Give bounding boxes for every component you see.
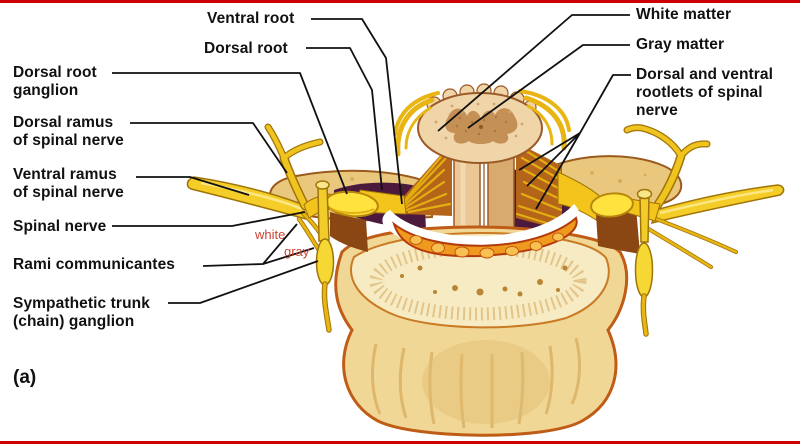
bottom-border-line xyxy=(0,441,800,444)
rootlet-arcs xyxy=(393,89,571,157)
chain-ganglion-right xyxy=(634,242,654,298)
trabecular-texture xyxy=(369,241,587,321)
epidural-fat xyxy=(392,216,578,259)
label-rootlets: Dorsal and ventral rootlets of spinal ne… xyxy=(636,66,774,119)
dorsal-root-ganglion-right xyxy=(590,192,634,218)
dorsal-ramus-right xyxy=(623,124,711,211)
label-dorsal-root-ganglion: Dorsal root ganglion xyxy=(13,64,97,99)
label-ventral-ramus: Ventral ramus of spinal nerve xyxy=(13,166,124,201)
label-dorsal-ramus: Dorsal ramus of spinal nerve xyxy=(13,114,124,149)
panel-label: (a) xyxy=(13,367,37,388)
rami-communicantes-strands xyxy=(296,210,326,253)
ventral-ramus-left xyxy=(186,176,312,222)
label-dorsal-root: Dorsal root xyxy=(204,40,288,57)
label-rami-communicantes: Rami communicantes xyxy=(13,256,176,273)
sympathetic-trunk-left xyxy=(315,180,335,333)
label-gray-ramus: gray xyxy=(284,244,310,259)
vertebral-body xyxy=(334,225,629,437)
label-white-ramus: white xyxy=(255,227,286,242)
nerve-strands-right xyxy=(645,215,738,269)
right-spinal-nerve-branches xyxy=(590,124,785,337)
central-canal xyxy=(479,125,483,129)
foramen-shadows xyxy=(330,207,640,254)
leader-lines xyxy=(112,14,631,304)
label-white-matter: White matter xyxy=(636,6,732,23)
vertebra-cut-surface xyxy=(350,231,610,329)
label-gray-matter: Gray matter xyxy=(636,36,725,53)
chain-ganglion-left xyxy=(315,238,335,286)
body-streaks xyxy=(371,337,581,429)
left-spinal-nerve-branches xyxy=(186,123,379,333)
dorsal-ramus-left xyxy=(264,123,324,211)
label-sympathetic-trunk: Sympathetic trunk (chain) ganglion xyxy=(13,295,150,330)
spinal-cord xyxy=(393,83,571,240)
sympathetic-trunk-right xyxy=(634,188,654,337)
label-ventral-root: Ventral root xyxy=(207,10,295,27)
top-border-line xyxy=(0,0,800,3)
label-spinal-nerve: Spinal nerve xyxy=(13,218,107,235)
